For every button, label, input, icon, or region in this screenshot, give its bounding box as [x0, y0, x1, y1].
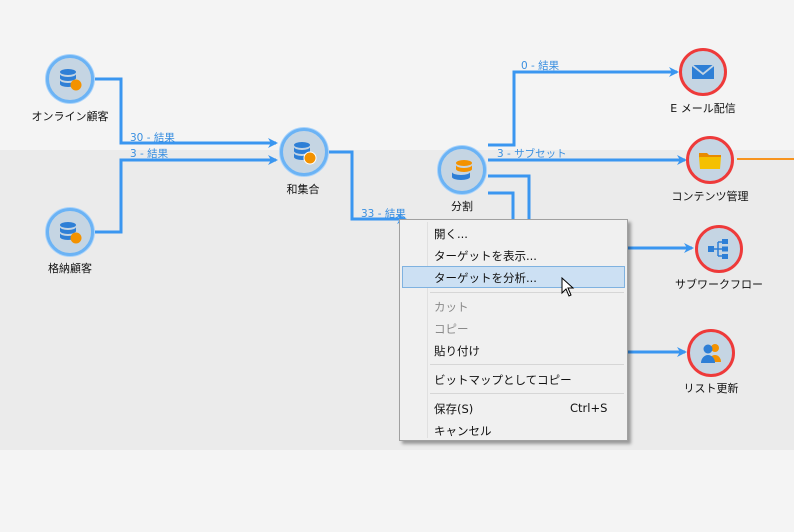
menu-item-save[interactable]: 保存(S) Ctrl+S: [402, 397, 625, 419]
database-icon: [60, 69, 82, 91]
node-label: リスト更新: [683, 382, 739, 395]
menu-item-copy[interactable]: コピー: [402, 317, 625, 339]
menu-item-label: カット: [434, 300, 469, 314]
menu-item-label: 貼り付け: [434, 344, 480, 358]
link-label: 3 - サブセット: [497, 148, 567, 160]
menu-item-label: ビットマップとしてコピー: [434, 373, 572, 387]
menu-item-copy-bitmap[interactable]: ビットマップとしてコピー: [402, 368, 625, 390]
menu-item-label: ターゲットを表示...: [434, 249, 537, 263]
node-label: E メール配信: [670, 102, 736, 115]
node-union[interactable]: [280, 128, 328, 176]
node-email-delivery[interactable]: [679, 48, 727, 96]
node-stored-customers[interactable]: [46, 208, 94, 256]
node-label: 分割: [451, 200, 473, 213]
menu-separator: [430, 393, 624, 394]
menu-item-shortcut: Ctrl+S: [570, 401, 608, 415]
link-label: 3 - 結果: [130, 148, 169, 160]
link-split-email: [488, 67, 679, 147]
menu-item-label: ターゲットを分析...: [434, 271, 537, 285]
node-label: コンテンツ管理: [671, 190, 749, 203]
link-union-split: [329, 150, 407, 224]
node-label: オンライン顧客: [31, 110, 109, 123]
menu-separator: [430, 292, 624, 293]
mouse-cursor-icon: [561, 277, 575, 297]
menu-item-cancel[interactable]: キャンセル: [402, 419, 625, 441]
menu-item-cut[interactable]: カット: [402, 295, 625, 317]
menu-gutter: [427, 222, 428, 438]
context-menu: 開く... ターゲットを表示... ターゲットを分析... カット コピー 貼り…: [399, 219, 628, 441]
canvas-band: [0, 150, 794, 450]
link-split-listupdate: [488, 191, 515, 220]
node-content-management[interactable]: [686, 136, 734, 184]
database-icon: [60, 222, 82, 244]
link-label: 30 - 結果: [130, 132, 175, 144]
database-union-icon: [294, 142, 317, 165]
subworkflow-icon: [708, 239, 728, 259]
link-online-union: [95, 77, 278, 148]
folder-icon: [699, 153, 721, 169]
node-label: 和集合: [286, 183, 320, 196]
menu-item-label: キャンセル: [434, 424, 492, 438]
node-online-customers[interactable]: [46, 55, 94, 103]
menu-item-label: 保存(S): [434, 402, 474, 416]
database-split-icon: [452, 160, 472, 180]
link-split-subflow: [488, 174, 531, 220]
menu-item-analyze-target[interactable]: ターゲットを分析...: [402, 266, 625, 288]
menu-item-paste[interactable]: 貼り付け: [402, 339, 625, 361]
users-icon: [701, 344, 721, 363]
link-stored-union: [95, 155, 278, 234]
node-subworkflow[interactable]: [695, 225, 743, 273]
node-label: 格納顧客: [48, 262, 92, 275]
menu-item-open[interactable]: 開く...: [402, 222, 625, 244]
menu-item-label: 開く...: [434, 227, 468, 241]
menu-item-label: コピー: [434, 322, 469, 336]
menu-item-display-target[interactable]: ターゲットを表示...: [402, 244, 625, 266]
link-label: 33 - 結果: [361, 208, 406, 220]
node-label: サブワークフロー: [675, 278, 763, 291]
link-label: 0 - 結果: [521, 60, 560, 72]
node-split[interactable]: [438, 146, 486, 194]
envelope-icon: [691, 64, 715, 79]
node-list-update[interactable]: [687, 329, 735, 377]
menu-separator: [430, 364, 624, 365]
